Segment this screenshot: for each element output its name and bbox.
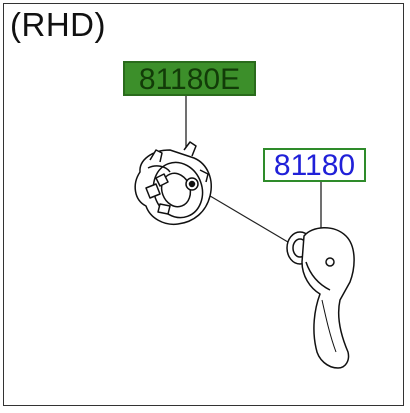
alignment-line: [199, 189, 294, 246]
part-callout-81180e[interactable]: 81180E: [123, 61, 256, 96]
variant-label: (RHD): [10, 6, 106, 43]
lock-cylinder-assembly: [134, 141, 212, 226]
diagram-frame: [3, 3, 404, 406]
door-handle: [286, 227, 355, 369]
part-callout-81180[interactable]: 81180: [263, 148, 366, 182]
